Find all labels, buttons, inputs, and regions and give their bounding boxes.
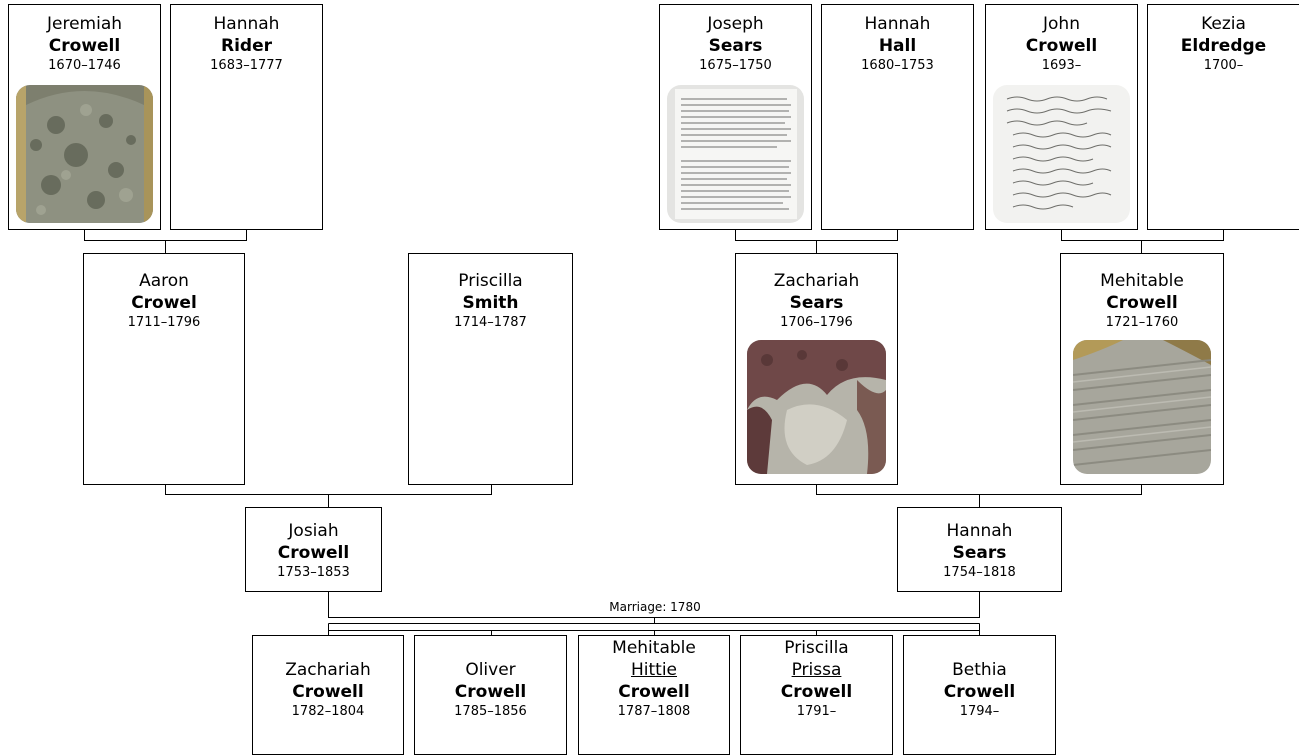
life-dates: 1791– [796, 704, 837, 719]
person-card-mehitable-hittie-crowell[interactable]: Mehitable Hittie Crowell 1787–1808 [578, 635, 730, 755]
life-dates: 1675–1750 [699, 58, 772, 73]
person-card-jeremiah-crowell[interactable]: Jeremiah Crowell 1670–1746 [8, 4, 161, 230]
nickname: Hittie [630, 660, 678, 680]
given-name: Mehitable [1100, 271, 1184, 291]
given-name: Zachariah [773, 271, 860, 291]
surname: Eldredge [1180, 36, 1267, 56]
given-name: Josiah [288, 521, 339, 541]
surname: Crowell [454, 682, 527, 702]
life-dates: 1680–1753 [861, 58, 934, 73]
surname: Crowell [780, 682, 853, 702]
life-dates: 1683–1777 [210, 58, 283, 73]
given-name: Aaron [139, 271, 189, 291]
life-dates: 1670–1746 [48, 58, 121, 73]
life-dates: 1782–1804 [291, 704, 365, 719]
surname: Sears [789, 293, 844, 313]
person-card-hannah-sears[interactable]: Hannah Sears 1754–1818 [897, 507, 1062, 592]
surname: Rider [221, 36, 272, 56]
surname: Crowell [48, 36, 121, 56]
person-card-joseph-sears[interactable]: Joseph Sears 1675–1750 [659, 4, 812, 230]
person-card-zachariah-crowell[interactable]: Zachariah Crowell 1782–1804 [252, 635, 404, 755]
person-card-priscilla-prissa-crowell[interactable]: Priscilla Prissa Crowell 1791– [740, 635, 893, 755]
gravestone-photo[interactable] [1073, 340, 1211, 474]
person-card-oliver-crowell[interactable]: Oliver Crowell 1785–1856 [414, 635, 567, 755]
surname: Sears [952, 543, 1007, 563]
life-dates: 1754–1818 [943, 565, 1016, 580]
given-name: Mehitable [612, 638, 696, 658]
surname: Crowell [1106, 293, 1178, 313]
person-card-mehitable-crowell[interactable]: Mehitable Crowell 1721–1760 [1060, 253, 1224, 485]
given-name: Oliver [465, 660, 516, 680]
surname: Crowell [277, 543, 350, 563]
given-name: Hannah [864, 14, 931, 34]
given-name: Bethia [952, 660, 1007, 680]
surname: Crowell [943, 682, 1016, 702]
surname: Crowel [131, 293, 197, 313]
life-dates: 1721–1760 [1105, 315, 1179, 330]
given-name: Zachariah [285, 660, 371, 680]
life-dates: 1706–1796 [780, 315, 853, 330]
given-name: Priscilla [458, 271, 523, 291]
person-card-aaron-crowel[interactable]: Aaron Crowel 1711–1796 [83, 253, 245, 485]
gravestone-photo[interactable] [747, 340, 886, 474]
person-card-kezia-eldredge[interactable]: Kezia Eldredge 1700– [1147, 4, 1299, 230]
life-dates: 1785–1856 [454, 704, 527, 719]
person-card-bethia-crowell[interactable]: Bethia Crowell 1794– [903, 635, 1056, 755]
given-name: Hannah [946, 521, 1013, 541]
given-name: Kezia [1201, 14, 1246, 34]
life-dates: 1753–1853 [277, 565, 350, 580]
life-dates: 1794– [959, 704, 1000, 719]
marriage-label: Marriage: 1780 [609, 600, 701, 614]
person-card-zachariah-sears[interactable]: Zachariah Sears 1706–1796 [735, 253, 898, 485]
person-card-john-crowell[interactable]: John Crowell 1693– [985, 4, 1138, 230]
given-name: Jeremiah [46, 14, 123, 34]
surname: Sears [708, 36, 763, 56]
given-name: Priscilla [784, 638, 849, 658]
document-photo[interactable] [667, 85, 804, 223]
gravestone-photo[interactable] [16, 85, 153, 223]
person-card-hannah-rider[interactable]: Hannah Rider 1683–1777 [170, 4, 323, 230]
life-dates: 1714–1787 [454, 315, 527, 330]
given-name: John [1043, 14, 1080, 34]
person-card-priscilla-smith[interactable]: Priscilla Smith 1714–1787 [408, 253, 573, 485]
surname: Smith [462, 293, 519, 313]
given-name: Joseph [707, 14, 764, 34]
life-dates: 1787–1808 [617, 704, 691, 719]
person-card-josiah-crowell[interactable]: Josiah Crowell 1753–1853 [245, 507, 382, 592]
life-dates: 1700– [1203, 58, 1244, 73]
given-name: Hannah [213, 14, 280, 34]
surname: Hall [878, 36, 917, 56]
life-dates: 1693– [1041, 58, 1082, 73]
life-dates: 1711–1796 [127, 315, 201, 330]
person-card-hannah-hall[interactable]: Hannah Hall 1680–1753 [821, 4, 974, 230]
surname: Crowell [618, 682, 690, 702]
nickname: Prissa [791, 660, 842, 680]
document-photo[interactable] [993, 85, 1130, 223]
surname: Crowell [1025, 36, 1098, 56]
surname: Crowell [292, 682, 364, 702]
